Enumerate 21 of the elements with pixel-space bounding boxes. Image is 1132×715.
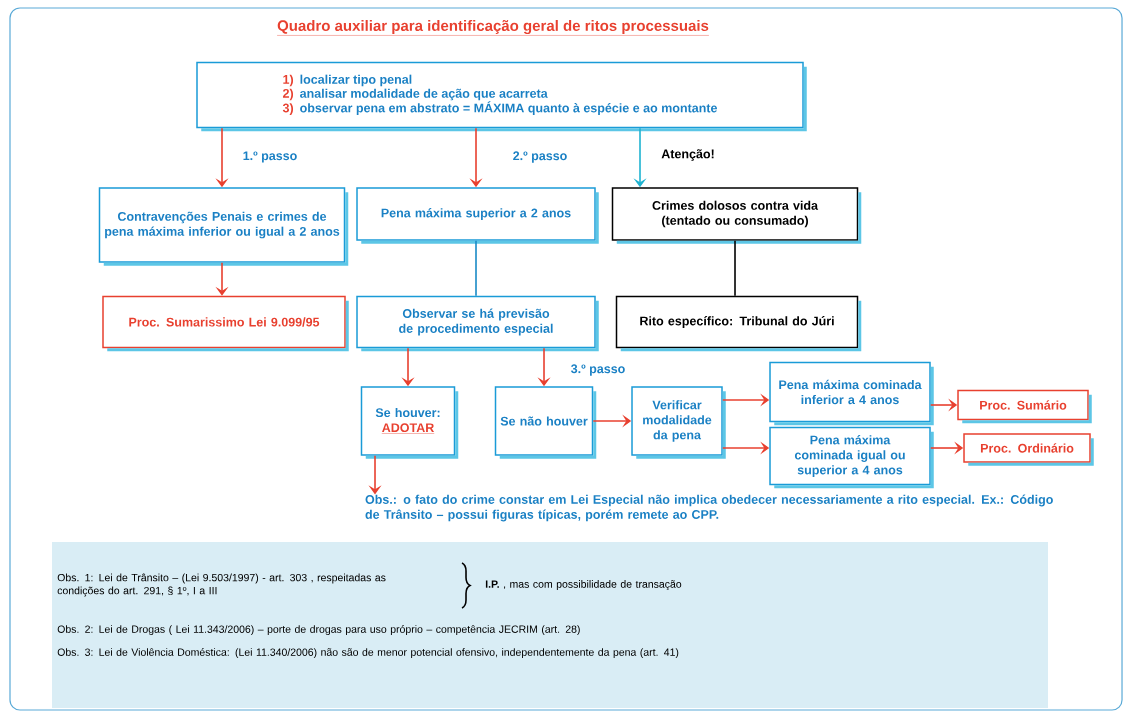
steps-box: 1) localizar tipo penal 2) analisar modalidade de ação que acarreta 3) observar pena em abstrato = MÁXIMA quanto à espécie e ao montante: [196, 61, 807, 132]
result-box: Proc. Sumário: [957, 389, 1092, 424]
edge-label: 1.º passo: [241, 150, 299, 164]
edge-label: Atenção!: [660, 148, 716, 162]
process-box: Contravenções Penais e crimes de pena máxima inferior ou igual a 2 anos: [98, 187, 349, 266]
edge-label: 3.º passo: [569, 363, 627, 377]
process-box: Pena máxima superior a 2 anos: [356, 187, 599, 244]
title: Quadro auxiliar para identificação geral de ritos processuais: [276, 20, 710, 36]
edge-label: 2.º passo: [511, 150, 569, 164]
process-box: Observar se há previsão de procedimento especial: [356, 295, 599, 352]
result-box: Proc. Sumarissimo Lei 9.099/95: [102, 295, 349, 352]
note-text: Obs.: o fato do crime constar em Lei Especial não implica obedecer necessariamente a rito especial. Ex.: Código de Trânsito – possui figuras típicas, porém remete ao CPP.: [365, 494, 1053, 522]
process-box: Se houver: ADOTAR: [360, 386, 459, 459]
process-box: Se não houver: [494, 386, 597, 459]
result-box: Proc. Ordinário: [963, 433, 1094, 466]
process-box: Pena máxima cominada igual ou superior a 4 anos: [769, 426, 934, 489]
process-box: Pena máxima cominada inferior a 4 anos: [769, 361, 934, 426]
note-panel: Obs. 1: Lei de Trânsito – (Lei 9.503/1997) - art. 303 , respeitadas as condições do art. 291, § 1º, I a III I.P. , mas com possibilidade de transação Obs. 2: Lei de Drogas ( Lei 11.343/2006) – porte de drogas para uso próprio – competência JECRIM (art. 28) Obs. 3: Lei de Violência Doméstica: (Lei 11.340/2006) não são de menor potencial ofensivo, independentemente da pena (art. 41): [52, 542, 1048, 708]
process-box: Verificar modalidade da pena: [631, 386, 726, 459]
process-box: Crimes dolosos contra vida (tentado ou consumado): [611, 187, 862, 244]
process-box: Rito específico: Tribunal do Júri: [615, 295, 862, 352]
